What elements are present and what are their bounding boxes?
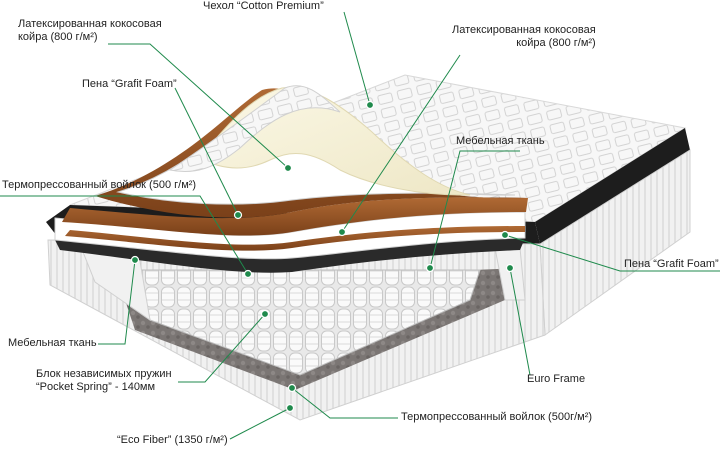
- leader-foam-right: [504, 234, 720, 272]
- dot-fabric-left: [130, 255, 140, 265]
- dot-springs: [260, 309, 270, 319]
- label-felt-left: Термопрессованный войлок (500 г/м²): [2, 179, 197, 191]
- dot-fabric-right: [425, 263, 435, 273]
- dot-felt-left: [243, 269, 253, 279]
- label-foam-right: Пена “Grafit Foam”: [624, 258, 719, 270]
- leader-eco-fiber: [229, 407, 291, 440]
- leader-euro-frame: [509, 267, 531, 376]
- label-springs: Блок независимых пружин “Pocket Spring” …: [36, 368, 172, 393]
- label-euro-frame: Euro Frame: [527, 373, 586, 385]
- leader-foam-left: [174, 87, 239, 216]
- label-eco-fiber: “Eco Fiber” (1350 г/м²): [117, 434, 228, 446]
- label-felt-bottom: Термопрессованный войлок (500г/м²): [401, 411, 593, 423]
- dot-euro-frame: [505, 263, 515, 273]
- label-fabric-right: Мебельная ткань: [456, 135, 545, 147]
- leader-springs: [178, 313, 266, 383]
- dot-foam-left: [233, 210, 243, 220]
- leader-felt-bottom: [291, 387, 398, 419]
- dot-eco-fiber: [285, 403, 295, 413]
- leader-coir-left: [108, 43, 289, 169]
- label-coir-right: Латексированная кокосовая койра (800 г/м…: [452, 24, 596, 49]
- label-fabric-left: Мебельная ткань: [8, 337, 97, 349]
- leader-felt-left: [0, 195, 249, 275]
- cross-section: [54, 85, 528, 390]
- label-cover: Чехол “Cotton Premium”: [203, 0, 324, 12]
- dot-foam-right: [500, 230, 510, 240]
- callout-lines: [0, 11, 720, 440]
- leader-cover: [343, 11, 371, 106]
- dot-cover: [365, 100, 375, 110]
- label-foam-left: Пена “Grafit Foam”: [82, 78, 177, 90]
- label-coir-left: Латексированная кокосовая койра (800 г/м…: [18, 18, 162, 43]
- dot-coir-right: [337, 227, 347, 237]
- dot-coir-left: [283, 163, 293, 173]
- leader-coir-right: [341, 54, 461, 233]
- callout-dots: [130, 100, 515, 413]
- leader-fabric-right: [429, 150, 520, 269]
- leader-fabric-left: [98, 259, 136, 345]
- dot-felt-bottom: [287, 383, 297, 393]
